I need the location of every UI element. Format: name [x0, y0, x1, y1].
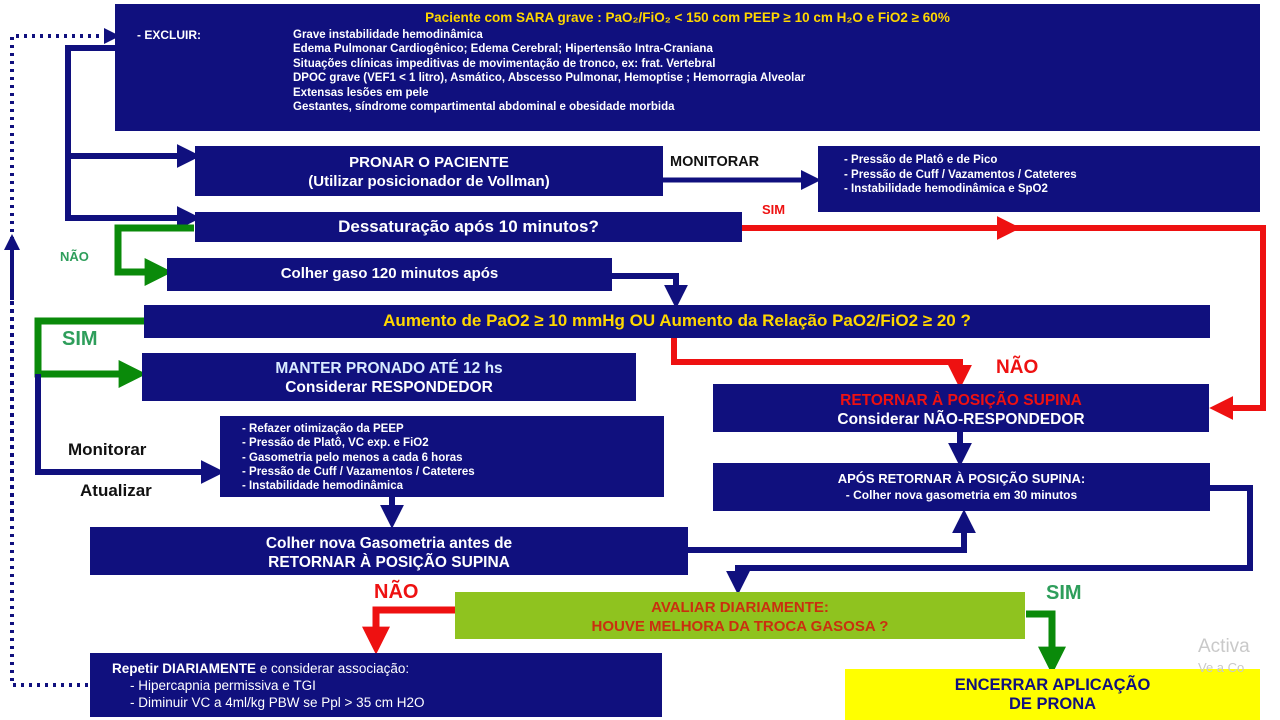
pronar-box: PRONAR O PACIENTE (Utilizar posicionador…: [195, 146, 663, 196]
after-supine-line2: - Colher nova gasometria em 30 minutos: [845, 488, 1078, 502]
pronar-line2: (Utilizar posicionador de Vollman): [308, 173, 550, 190]
reoptimize-item: - Instabilidade hemodinâmica: [242, 480, 404, 493]
repeat-daily-item: - Diminuir VC a 4ml/kg PBW se Ppl > 35 c…: [130, 695, 425, 710]
exclude-item: Grave instabilidade hemodinâmica: [293, 29, 483, 41]
daily-evaluation-line2: HOUVE MELHORA DA TROCA GASOSA ?: [591, 618, 889, 635]
keep-prone-line1: MANTER PRONADO ATÉ 12 hs: [275, 360, 503, 377]
arrow-top-to-pronar: [65, 45, 201, 168]
arrow-aumento-sim: [34, 317, 147, 388]
pronar-line1: PRONAR O PACIENTE: [349, 154, 509, 171]
atualizar-label: Atualizar: [80, 481, 152, 500]
after-supine-line1: APÓS RETORNAR À POSIÇÃO SUPINA:: [837, 471, 1086, 486]
reoptimize-box: - Refazer otimização da PEEP - Pressão d…: [220, 416, 664, 497]
arrow-gaso-to-aumento: [612, 273, 688, 309]
end-prone-line2: DE PRONA: [1008, 695, 1097, 713]
sim-label-3: SIM: [1046, 582, 1082, 604]
after-supine-box: APÓS RETORNAR À POSIÇÃO SUPINA: - Colher…: [713, 463, 1210, 511]
reoptimize-item: - Refazer otimização da PEEP: [242, 423, 404, 435]
inclusion-criteria-box: Paciente com SARA grave : PaO₂/FiO₂ < 15…: [115, 4, 1260, 131]
return-supine-line2: Considerar NÃO-RESPONDEDOR: [837, 411, 1085, 428]
monitorar-label-2: Monitorar: [68, 440, 147, 459]
collect-new-gas-box: Colher nova Gasometria antes de RETORNAR…: [90, 527, 688, 575]
activation-watermark-line1: Activa: [1198, 636, 1250, 657]
pao2-increase-text: Aumento de PaO2 ≥ 10 mmHg OU Aumento da …: [383, 311, 971, 330]
arrow-top-to-dessat: [65, 150, 201, 230]
reoptimize-item: - Pressão de Cuff / Vazamentos / Cateter…: [242, 465, 475, 478]
exclude-item: DPOC grave (VEF1 < 1 litro), Asmático, A…: [293, 72, 806, 85]
daily-evaluation-box: AVALIAR DIARIAMENTE: HOUVE MELHORA DA TR…: [455, 592, 1025, 639]
monitor-item: - Pressão de Cuff / Vazamentos / Cateter…: [844, 168, 1077, 181]
loop-dotted-arrow: [10, 245, 88, 687]
sim-label-2: SIM: [62, 328, 98, 350]
nao-label-3: NÃO: [374, 581, 419, 603]
collect-new-gas-line1: Colher nova Gasometria antes de: [265, 535, 513, 552]
pao2-increase-question-box: Aumento de PaO2 ≥ 10 mmHg OU Aumento da …: [144, 305, 1210, 338]
repeat-daily-title-bold: Repetir DIARIAMENTE: [112, 661, 257, 676]
arrow-avaliar-sim: [1026, 610, 1066, 675]
arrow-aumento-nao: [671, 338, 972, 389]
end-prone-line1: ENCERRAR APLICAÇÃO: [954, 676, 1151, 694]
reoptimize-item: - Gasometria pelo menos a cada 6 horas: [242, 451, 463, 464]
arrow-manter-to-refazer: [35, 374, 225, 484]
reoptimize-item: - Pressão de Platô, VC exp. e FiO2: [242, 437, 429, 450]
exclude-item: Edema Pulmonar Cardiogênico; Edema Cereb…: [293, 43, 713, 56]
nao-label-2: NÃO: [996, 357, 1039, 378]
monitor-box: - Pressão de Platô e de Pico - Pressão d…: [818, 146, 1260, 212]
exclude-label: - EXCLUIR:: [137, 28, 201, 42]
monitor-item: - Instabilidade hemodinâmica e SpO2: [844, 183, 1048, 195]
exclude-item: Situações clínicas impeditivas de movime…: [293, 57, 716, 70]
keep-prone-line2: Considerar RESPONDEDOR: [285, 379, 493, 396]
monitorar-label: MONITORAR: [670, 154, 760, 170]
arrow-colher-to-apos: [688, 509, 976, 553]
exclude-item: Gestantes, síndrome compartimental abdom…: [293, 101, 675, 114]
inclusion-title: Paciente com SARA grave : PaO₂/FiO₂ < 15…: [425, 10, 950, 25]
arrow-apos-to-avaliar: [726, 485, 1253, 595]
nao-label-1: NÃO: [60, 249, 89, 264]
repeat-daily-box: Repetir DIARIAMENTE e considerar associa…: [90, 653, 662, 717]
collect-gas-text: Colher gaso 120 minutos após: [280, 265, 499, 282]
activation-watermark-line2: Ve a Co: [1198, 660, 1245, 675]
collect-gas-box: Colher gaso 120 minutos após: [167, 258, 612, 291]
monitor-item: - Pressão de Platô e de Pico: [844, 154, 998, 166]
repeat-daily-item: - Hipercapnia permissiva e TGI: [130, 678, 316, 693]
loop-dotted-arrow-top: [10, 28, 120, 520]
keep-prone-box: MANTER PRONADO ATÉ 12 hs Considerar RESP…: [142, 353, 636, 401]
repeat-daily-title: Repetir DIARIAMENTE e considerar associa…: [112, 660, 662, 677]
daily-evaluation-line1: AVALIAR DIARIAMENTE:: [651, 599, 829, 616]
dessaturation-text: Dessaturação após 10 minutos?: [338, 217, 599, 236]
arrow-dessat-sim-down: [1000, 225, 1266, 420]
exclude-item: Extensas lesões em pele: [293, 86, 429, 99]
arrow-dessat-nao: [114, 224, 194, 286]
repeat-daily-title-rest: e considerar associação:: [256, 661, 410, 676]
sim-label-1: SIM: [762, 202, 786, 217]
exclude-list: Grave instabilidade hemodinâmica Edema P…: [293, 28, 805, 114]
arrow-avaliar-nao: [362, 606, 458, 655]
return-supine-line1: RETORNAR À POSIÇÃO SUPINA: [840, 392, 1082, 409]
return-supine-box: RETORNAR À POSIÇÃO SUPINA Considerar NÃO…: [713, 384, 1209, 432]
end-prone-box: ENCERRAR APLICAÇÃO DE PRONA: [845, 669, 1260, 720]
collect-new-gas-line2: RETORNAR À POSIÇÃO SUPINA: [268, 554, 510, 571]
dessaturation-question-box: Dessaturação após 10 minutos?: [195, 212, 742, 242]
